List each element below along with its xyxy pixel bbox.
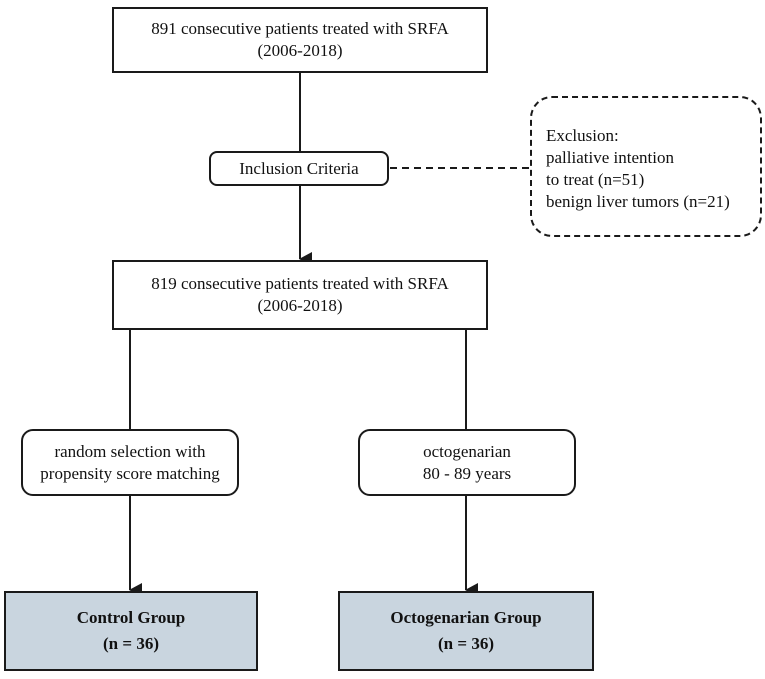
top-box-line1: 891 consecutive patients treated with SR… <box>151 19 449 38</box>
middle-box-line1: 819 consecutive patients treated with SR… <box>151 274 449 293</box>
middle-box-line2: (2006-2018) <box>257 296 343 315</box>
control-group-box: Control Group (n = 36) <box>4 591 258 671</box>
inclusion-criteria-box: Inclusion Criteria <box>209 151 389 186</box>
right-criteria-line2: 80 - 89 years <box>422 463 512 483</box>
octogenarian-group-name: Octogenarian Group <box>390 608 542 627</box>
right-criteria-box: octogenarian 80 - 89 years <box>358 429 576 496</box>
left-criteria-line1: random selection with <box>54 441 206 461</box>
exclusion-line1: palliative intention <box>546 147 674 167</box>
exclusion-line3: benign liver tumors (n=21) <box>546 191 730 211</box>
middle-box: 819 consecutive patients treated with SR… <box>112 260 488 330</box>
left-criteria-box: random selection with propensity score m… <box>21 429 239 496</box>
exclusion-line2: to treat (n=51) <box>546 169 645 189</box>
inclusion-criteria-label: Inclusion Criteria <box>239 158 359 178</box>
left-criteria-line2: propensity score matching <box>40 463 220 483</box>
top-box: 891 consecutive patients treated with SR… <box>112 7 488 73</box>
right-criteria-line1: octogenarian <box>423 441 511 461</box>
top-box-line2: (2006-2018) <box>257 41 343 60</box>
exclusion-title: Exclusion: <box>546 125 619 145</box>
octogenarian-group-count: (n = 36) <box>438 634 494 653</box>
exclusion-box: Exclusion: palliative intention to treat… <box>530 96 762 237</box>
control-group-count: (n = 36) <box>103 634 159 653</box>
control-group-name: Control Group <box>76 608 186 627</box>
octogenarian-group-box: Octogenarian Group (n = 36) <box>338 591 594 671</box>
